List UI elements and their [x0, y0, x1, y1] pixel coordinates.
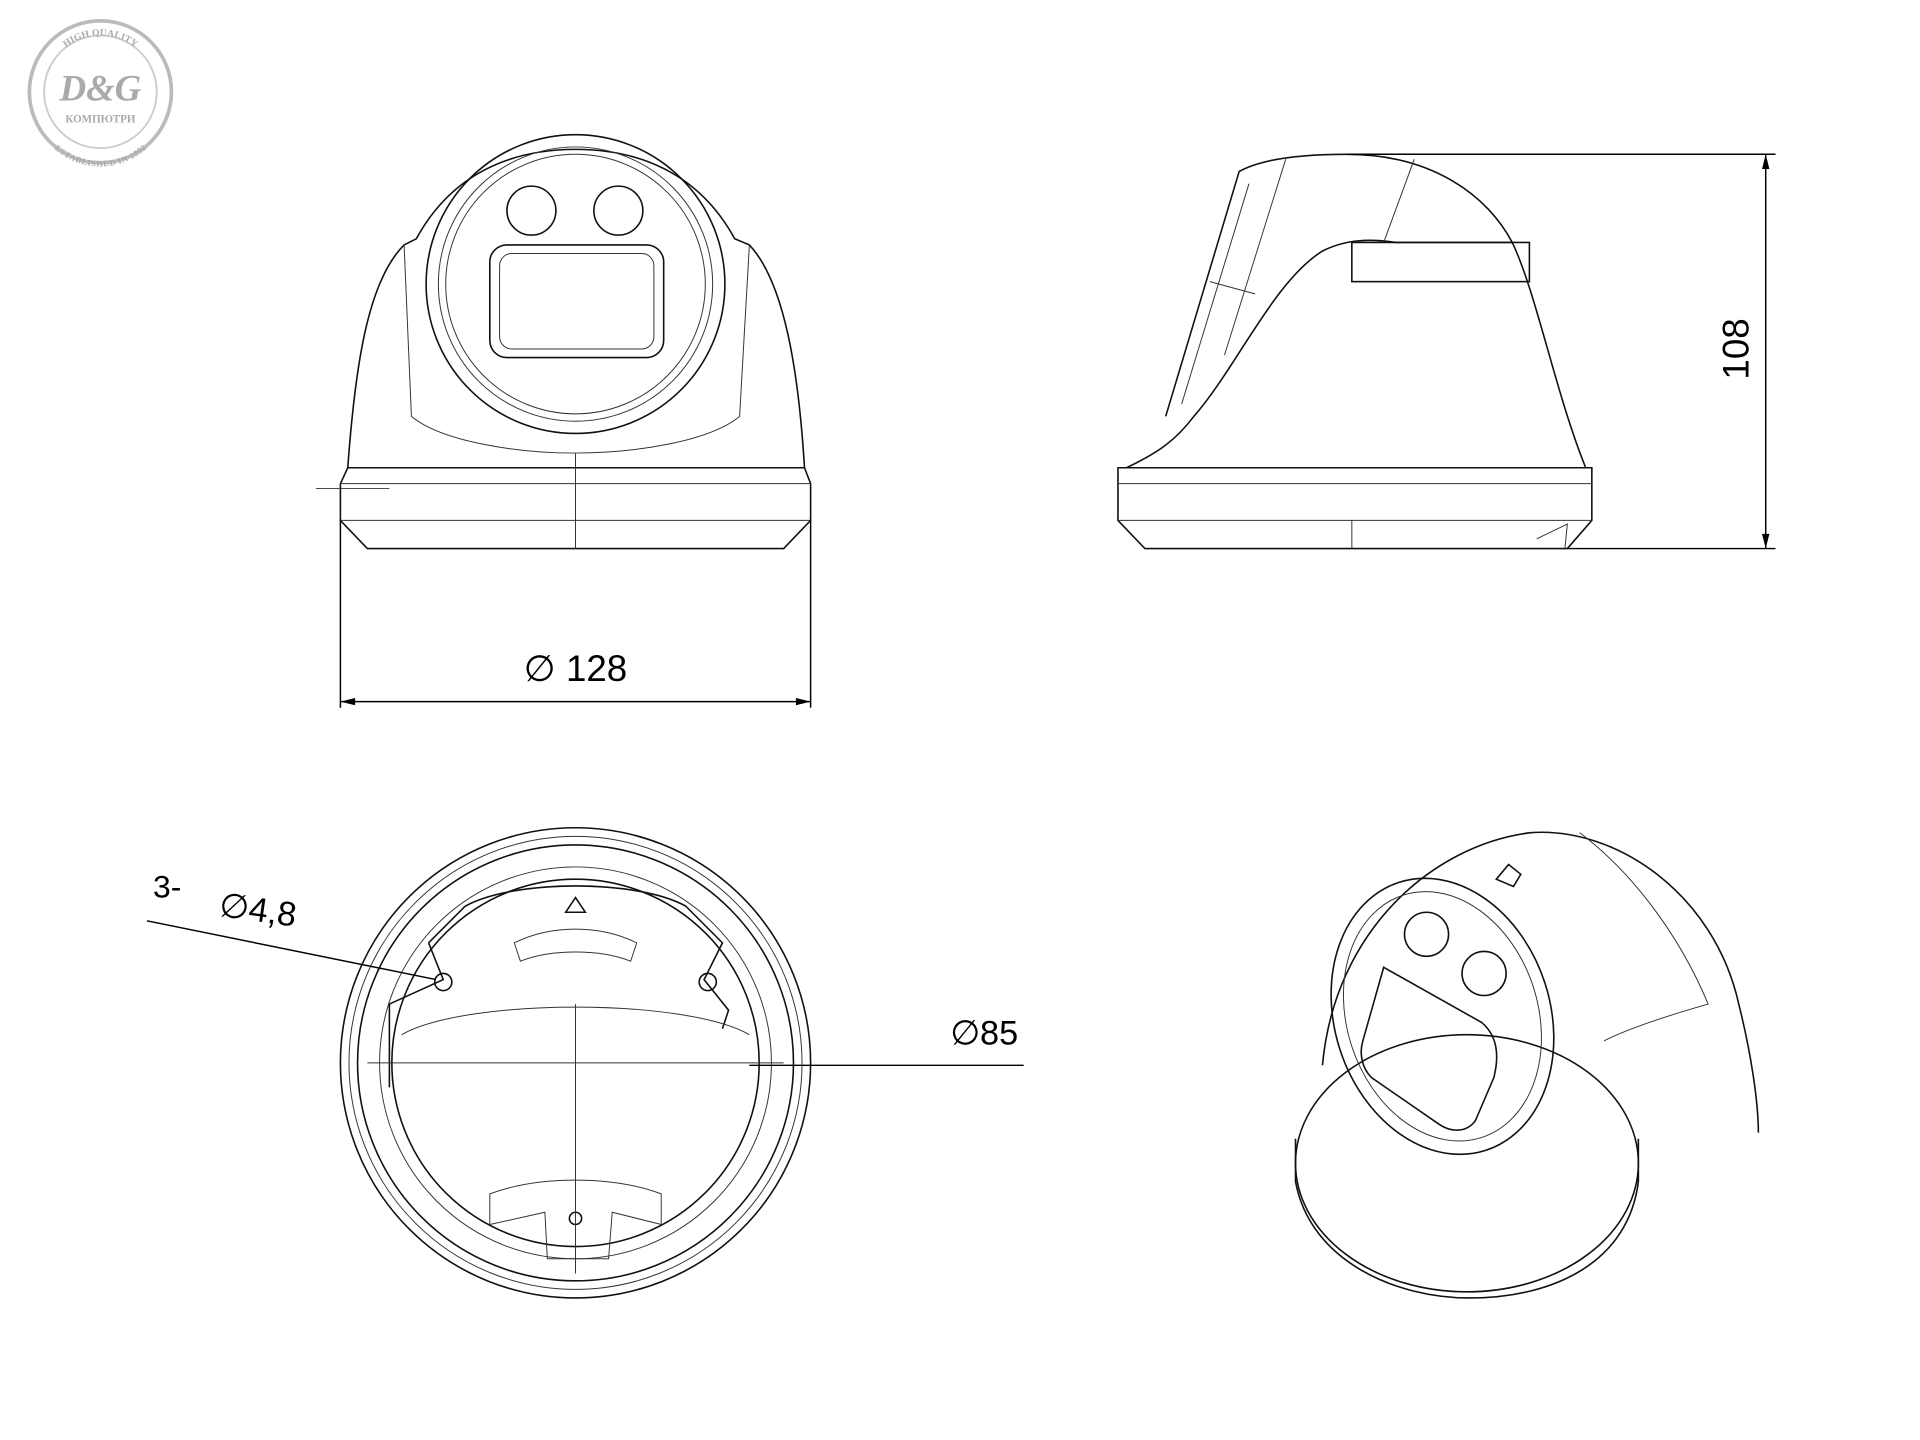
- dg-logo: D&G КОМПЮТРИ HIGH QUALITY ESTABLISHED IN…: [27, 18, 174, 169]
- height-dimension: 108: [1346, 153, 1776, 550]
- diameter-128-label: ∅ 128: [524, 648, 627, 689]
- holes-diameter-label: ∅4,8: [217, 886, 299, 934]
- hole-callout: 3- ∅4,8: [146, 869, 437, 981]
- logo-subtitle: КОМПЮТРИ: [65, 113, 135, 125]
- width-dimension: ∅ 128: [339, 520, 812, 708]
- logo-title: D&G: [59, 67, 142, 108]
- mount-diameter-callout: ∅85: [749, 1014, 1024, 1067]
- height-108-label: 108: [1716, 318, 1757, 379]
- bottom-view: [339, 826, 812, 1299]
- logo-bottom-arc: ESTABLISHED IN 1992: [53, 143, 148, 169]
- svg-text:HIGH QUALITY: HIGH QUALITY: [61, 27, 140, 50]
- side-view: [1117, 153, 1593, 550]
- logo-top-arc: HIGH QUALITY: [61, 27, 140, 50]
- perspective-view: [1294, 831, 1760, 1299]
- front-view: [315, 133, 812, 550]
- svg-text:ESTABLISHED IN 1992: ESTABLISHED IN 1992: [53, 143, 148, 169]
- holes-count-label: 3-: [153, 869, 181, 905]
- mount-diameter-label: ∅85: [950, 1014, 1018, 1052]
